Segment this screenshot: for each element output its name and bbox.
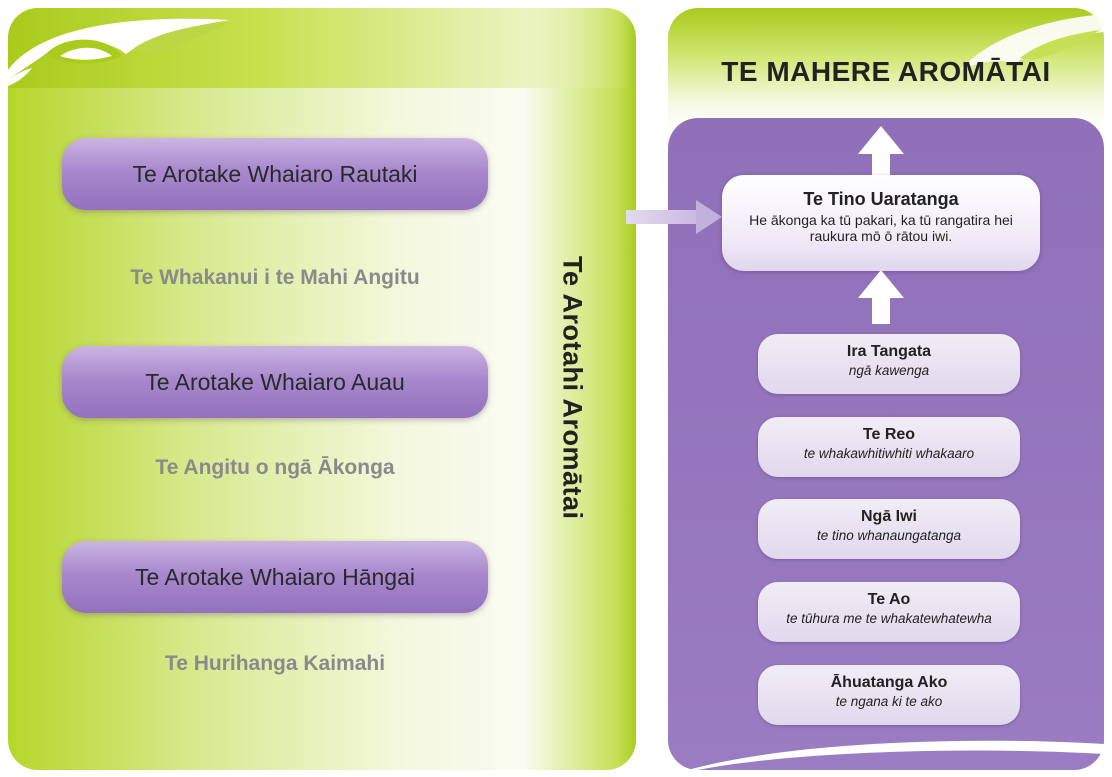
value-subtitle: te tūhura me te whakatewhatewha [786, 611, 992, 626]
arotake-auau-caption: Te Angitu o ngā Ākonga [155, 456, 395, 479]
koru-ornament-left [8, 18, 230, 86]
arotake-hangai-box: Te Arotake Whaiaro Hāngai [62, 541, 488, 613]
value-subtitle: te whakawhitiwhiti whakaaro [803, 446, 975, 461]
arotake-hangai-caption: Te Hurihanga Kaimahi [164, 652, 386, 675]
tino-uaratanga-title: Te Tino Uaratanga [803, 189, 959, 209]
value-box-te-ao: Te Ao te tūhura me te whakatewhatewha [758, 582, 1020, 642]
value-box-te-reo: Te Reo te whakawhitiwhiti whakaaro [758, 417, 1020, 477]
arotake-rautaki-box: Te Arotake Whaiaro Rautaki [62, 138, 488, 210]
vertical-label: Te Arotahi Aromātai [557, 256, 588, 520]
arrow-up-icon [858, 126, 904, 178]
bottom-swoosh [688, 740, 1104, 770]
value-title: Te Reo [862, 426, 916, 443]
koru-ornament-right [960, 14, 1104, 70]
value-subtitle: te ngana ki te ako [835, 694, 943, 709]
value-title: Te Ao [867, 591, 911, 608]
value-title: Āhuatanga Ako [830, 674, 948, 691]
value-title: Ngā Iwi [860, 508, 917, 525]
tino-uaratanga-box: Te Tino Uaratanga He ākonga ka tū pakari… [722, 175, 1040, 271]
arotake-rautaki-caption: Te Whakanui i te Mahi Angitu [130, 266, 420, 289]
value-subtitle: te tino whanaungatanga [816, 528, 962, 543]
value-box-ira-tangata: Ira Tangata ngā kawenga [758, 334, 1020, 394]
diagram-title: TE MAHERE AROMĀTAI [721, 56, 1051, 87]
value-subtitle: ngā kawenga [848, 363, 930, 378]
arrow-up-icon [858, 270, 904, 324]
connector-arrow [626, 200, 722, 234]
value-title: Ira Tangata [846, 343, 932, 360]
arotake-auau-box: Te Arotake Whaiaro Auau [62, 346, 488, 418]
value-box-nga-iwi: Ngā Iwi te tino whanaungatanga [758, 499, 1020, 559]
value-box-ahuatanga-ako: Āhuatanga Ako te ngana ki te ako [758, 665, 1020, 725]
tino-uaratanga-description: He ākonga ka tū pakari, ka tū rangatira … [749, 212, 1013, 244]
